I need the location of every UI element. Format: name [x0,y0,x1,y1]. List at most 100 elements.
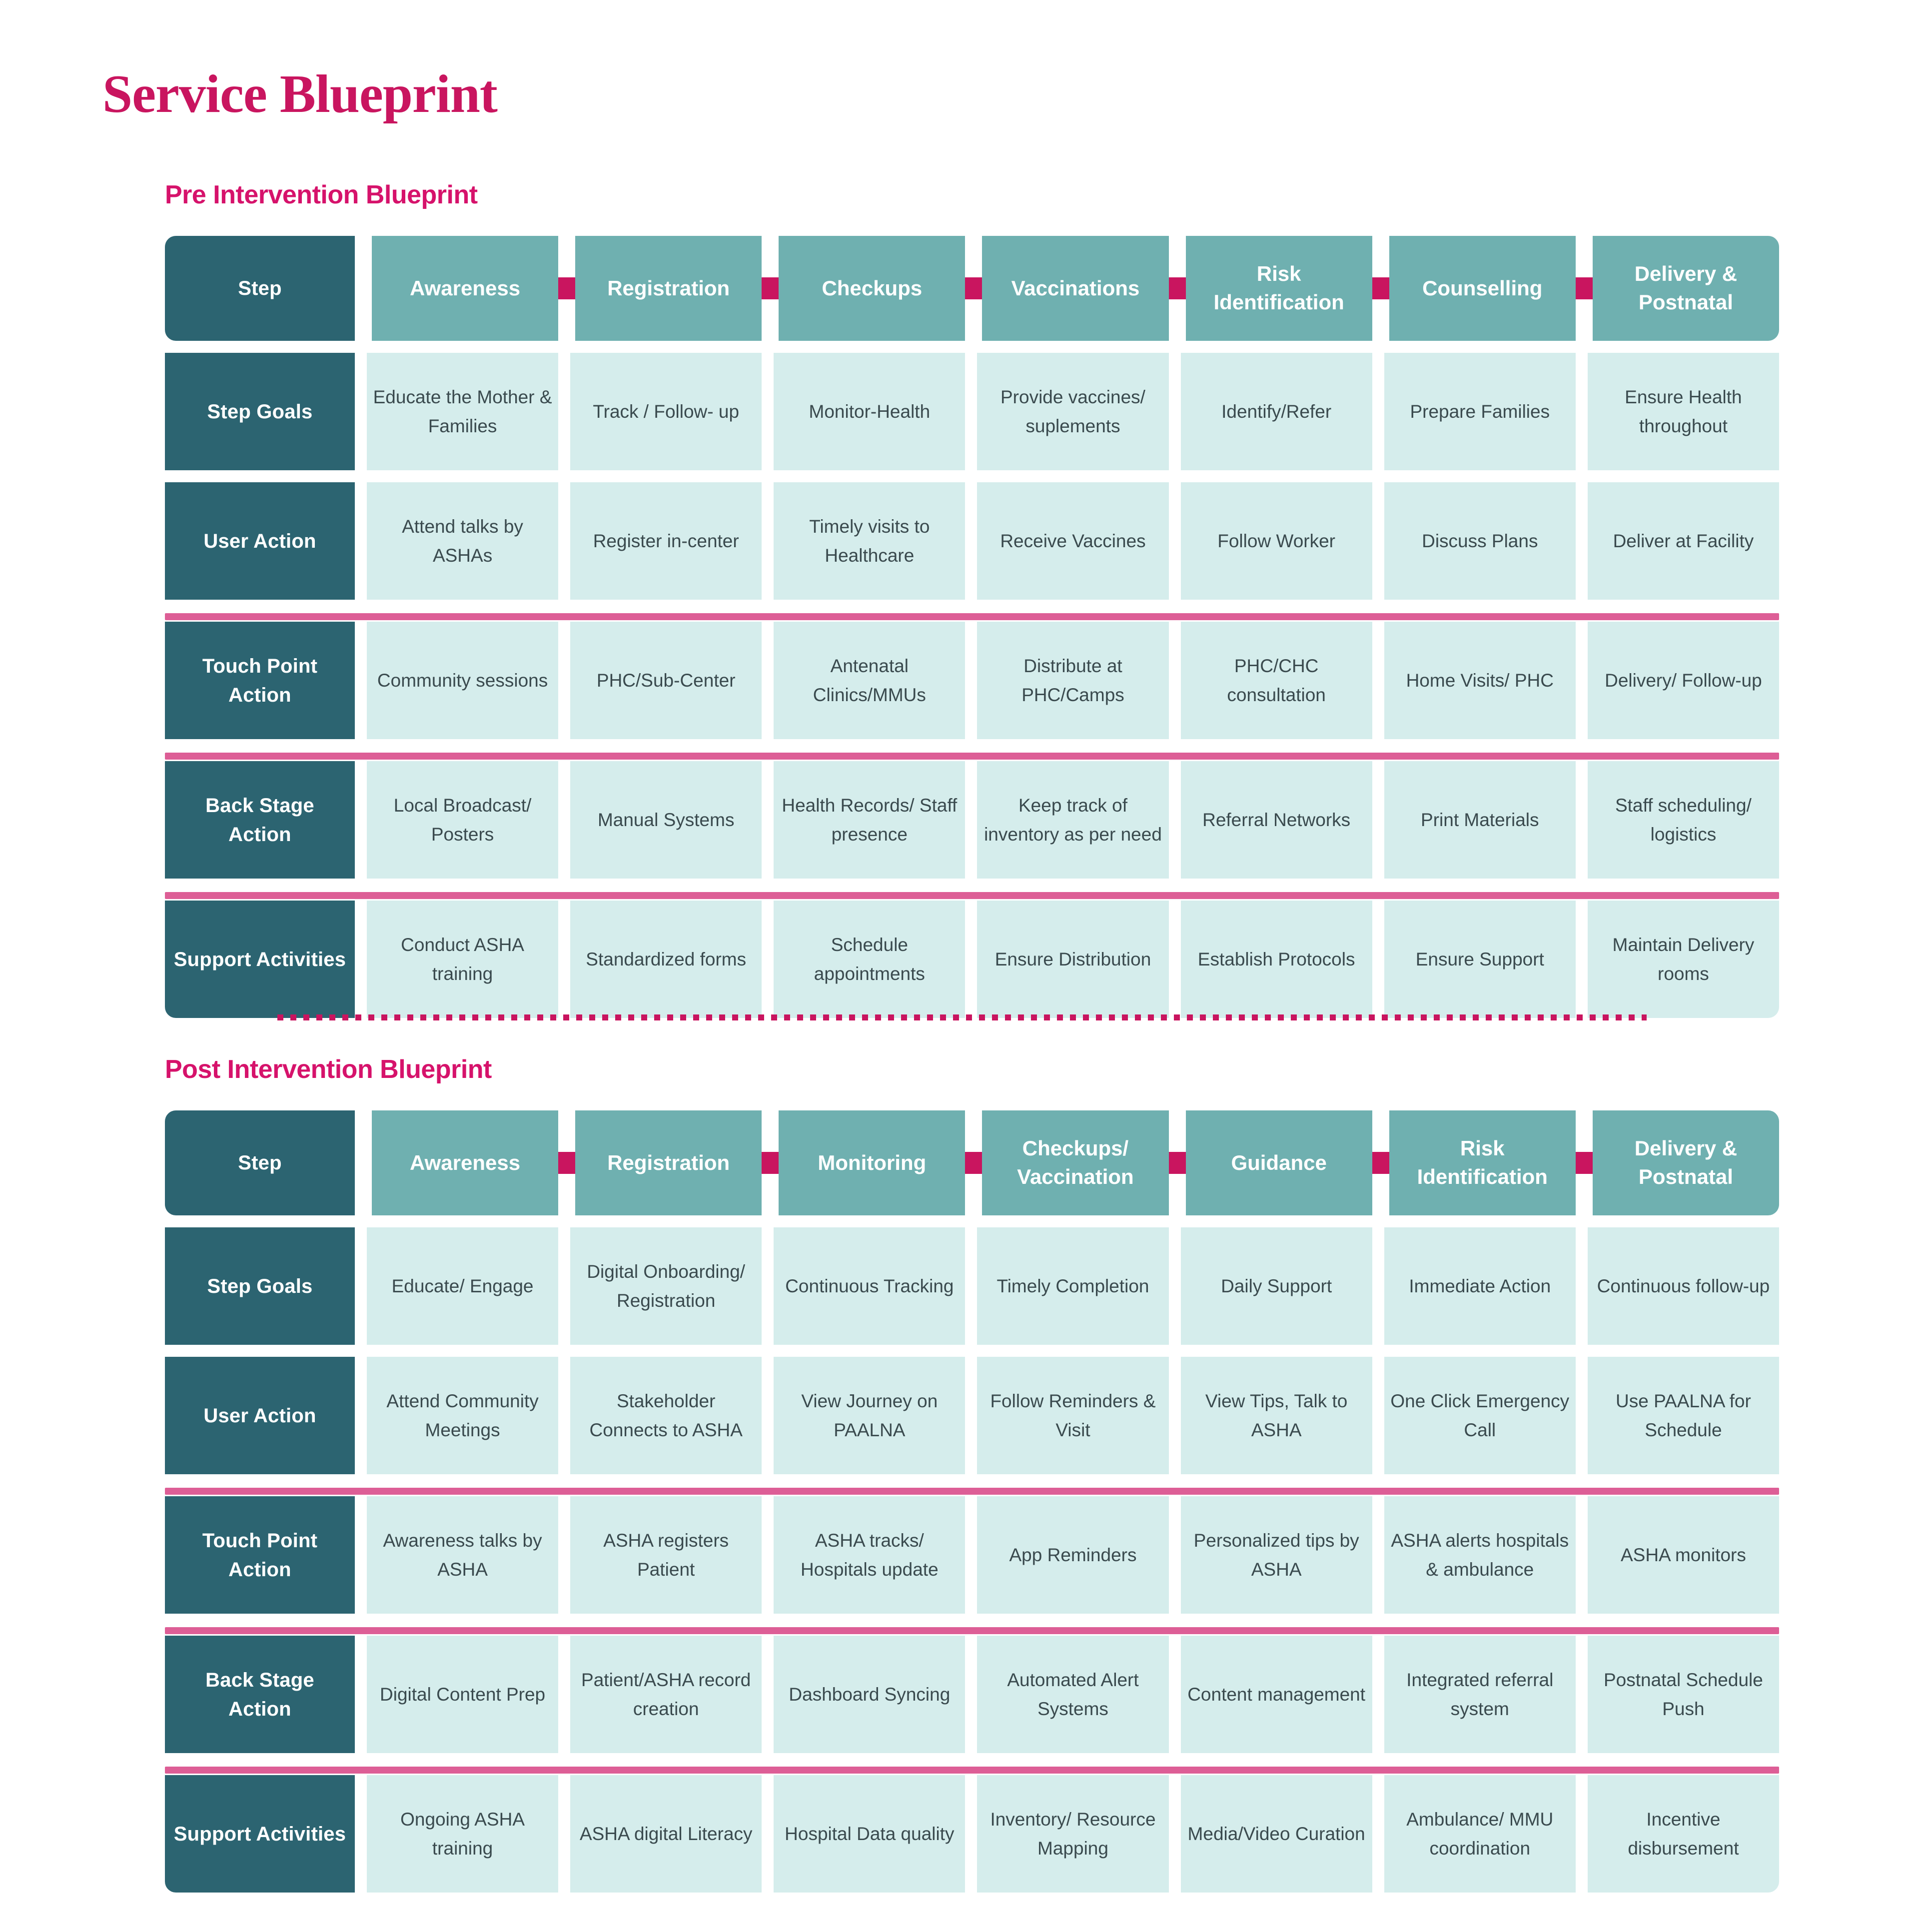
cell-back-stage-risk: Integrated referral system [1384,1636,1576,1753]
cell-touch-point-checkups-vaccination: App Reminders [977,1496,1169,1614]
cell-step-goals-delivery: Ensure Health throughout [1587,353,1779,470]
column-header-delivery-postnatal[interactable]: Delivery & Postnatal [1592,236,1779,341]
cell-support-risk: Establish Protocols [1180,901,1372,1018]
cell-step-goals-awareness: Educate/ Engage [367,1227,559,1345]
cell-back-stage-risk: Referral Networks [1180,761,1372,879]
cell-user-action-delivery: Use PAALNA for Schedule [1587,1357,1779,1474]
line-of-interaction [165,611,1779,623]
cell-support-counselling: Ensure Support [1384,901,1576,1018]
column-header-checkups-vaccination[interactable]: Checkups/ Vaccination [982,1110,1169,1215]
row-label-back-stage-action: Back Stage Action [165,1636,355,1753]
cell-user-action-checkups: Timely visits to Healthcare [774,482,965,600]
cell-step-goals-registration: Track / Follow- up [570,353,762,470]
cell-user-action-checkups-vaccination: Follow Reminders & Visit [977,1357,1169,1474]
cell-back-stage-monitoring: Dashboard Syncing [774,1636,965,1753]
table-row-touch-point-action: Touch Point Action Community sessions PH… [165,622,1779,739]
cell-support-monitoring: Hospital Data quality [774,1775,965,1893]
cell-touch-point-vaccinations: Distribute at PHC/Camps [977,622,1169,739]
column-header-registration[interactable]: Registration [575,1110,762,1215]
cell-back-stage-delivery: Staff scheduling/ logistics [1587,761,1779,879]
cell-user-action-vaccinations: Receive Vaccines [977,482,1169,600]
column-header-registration[interactable]: Registration [575,236,762,341]
row-label-support-activities: Support Activities [165,1775,355,1893]
divider-bar [165,753,1779,760]
column-header-risk-identification[interactable]: Risk Identification [1185,236,1372,341]
row-label-back-stage-action: Back Stage Action [165,761,355,879]
pre-intervention-table: Step Awareness Registration Checkups Vac… [165,236,1779,1018]
cell-touch-point-awareness: Community sessions [367,622,559,739]
line-of-internal-interaction [165,890,1779,902]
line-of-visibility [165,1625,1779,1637]
pre-intervention-title: Pre Intervention Blueprint [165,180,478,209]
section-dotted-separator [277,1014,1647,1020]
column-header-delivery-postnatal[interactable]: Delivery & Postnatal [1592,1110,1779,1215]
cell-user-action-awareness: Attend talks by ASHAs [367,482,559,600]
header-label-step: Step [165,236,355,341]
cell-support-guidance: Media/Video Curation [1180,1775,1372,1893]
row-label-touch-point-action: Touch Point Action [165,622,355,739]
cell-back-stage-delivery: Postnatal Schedule Push [1587,1636,1779,1753]
cell-support-awareness: Conduct ASHA training [367,901,559,1018]
column-header-checkups[interactable]: Checkups [779,236,965,341]
cell-user-action-risk: One Click Emergency Call [1384,1357,1576,1474]
cell-step-goals-counselling: Prepare Families [1384,353,1576,470]
table-row-touch-point-action: Touch Point Action Awareness talks by AS… [165,1496,1779,1614]
table-row-user-action: User Action Attend talks by ASHAs Regist… [165,482,1779,600]
row-label-support-activities: Support Activities [165,901,355,1018]
column-header-guidance[interactable]: Guidance [1185,1110,1372,1215]
table-header-row: Step Awareness Registration Checkups Vac… [165,236,1779,341]
cell-user-action-delivery: Deliver at Facility [1587,482,1779,600]
row-label-step-goals: Step Goals [165,353,355,470]
line-of-internal-interaction [165,1764,1779,1776]
cell-step-goals-risk: Immediate Action [1384,1227,1576,1345]
column-header-counselling[interactable]: Counselling [1389,236,1576,341]
cell-back-stage-registration: Patient/ASHA record creation [570,1636,762,1753]
table-row-back-stage-action: Back Stage Action Local Broadcast/ Poste… [165,761,1779,879]
cell-support-registration: Standardized forms [570,901,762,1018]
table-header-row: Step Awareness Registration Monitoring C… [165,1110,1779,1215]
table-row-user-action: User Action Attend Community Meetings St… [165,1357,1779,1474]
column-header-vaccinations[interactable]: Vaccinations [982,236,1169,341]
column-header-awareness[interactable]: Awareness [372,1110,559,1215]
cell-user-action-risk: Follow Worker [1180,482,1372,600]
divider-bar [165,1767,1779,1774]
row-label-touch-point-action: Touch Point Action [165,1496,355,1614]
cell-touch-point-registration: ASHA registers Patient [570,1496,762,1614]
page-title: Service Blueprint [102,64,498,124]
cell-step-goals-risk: Identify/Refer [1180,353,1372,470]
table-row-support-activities: Support Activities Ongoing ASHA training… [165,1775,1779,1893]
column-header-awareness[interactable]: Awareness [372,236,559,341]
cell-touch-point-monitoring: ASHA tracks/ Hospitals update [774,1496,965,1614]
cell-step-goals-checkups: Monitor-Health [774,353,965,470]
cell-touch-point-counselling: Home Visits/ PHC [1384,622,1576,739]
row-label-step-goals: Step Goals [165,1227,355,1345]
divider-bar [165,1627,1779,1634]
pre-intervention-section: Pre Intervention Blueprint Step Awarenes… [165,180,1779,1018]
cell-step-goals-delivery: Continuous follow-up [1587,1227,1779,1345]
cell-back-stage-awareness: Digital Content Prep [367,1636,559,1753]
cell-support-checkups-vaccination: Inventory/ Resource Mapping [977,1775,1169,1893]
cell-touch-point-checkups: Antenatal Clinics/MMUs [774,622,965,739]
cell-step-goals-checkups-vaccination: Timely Completion [977,1227,1169,1345]
table-row-back-stage-action: Back Stage Action Digital Content Prep P… [165,1636,1779,1753]
cell-step-goals-awareness: Educate the Mother & Families [367,353,559,470]
table-row-support-activities: Support Activities Conduct ASHA training… [165,901,1779,1018]
cell-touch-point-awareness: Awareness talks by ASHA [367,1496,559,1614]
table-row-step-goals: Step Goals Educate the Mother & Families… [165,353,1779,470]
cell-step-goals-registration: Digital Onboarding/ Registration [570,1227,762,1345]
cell-step-goals-guidance: Daily Support [1180,1227,1372,1345]
cell-support-risk: Ambulance/ MMU coordination [1384,1775,1576,1893]
post-intervention-section: Post Intervention Blueprint Step Awarene… [165,1054,1779,1893]
column-header-monitoring[interactable]: Monitoring [779,1110,965,1215]
line-of-interaction [165,1485,1779,1497]
cell-back-stage-awareness: Local Broadcast/ Posters [367,761,559,879]
cell-user-action-registration: Register in-center [570,482,762,600]
post-intervention-table: Step Awareness Registration Monitoring C… [165,1110,1779,1893]
cell-back-stage-registration: Manual Systems [570,761,762,879]
divider-bar [165,1488,1779,1495]
column-header-risk-identification[interactable]: Risk Identification [1389,1110,1576,1215]
cell-support-checkups: Schedule appointments [774,901,965,1018]
cell-touch-point-guidance: Personalized tips by ASHA [1180,1496,1372,1614]
cell-support-delivery: Maintain Delivery rooms [1587,901,1779,1018]
